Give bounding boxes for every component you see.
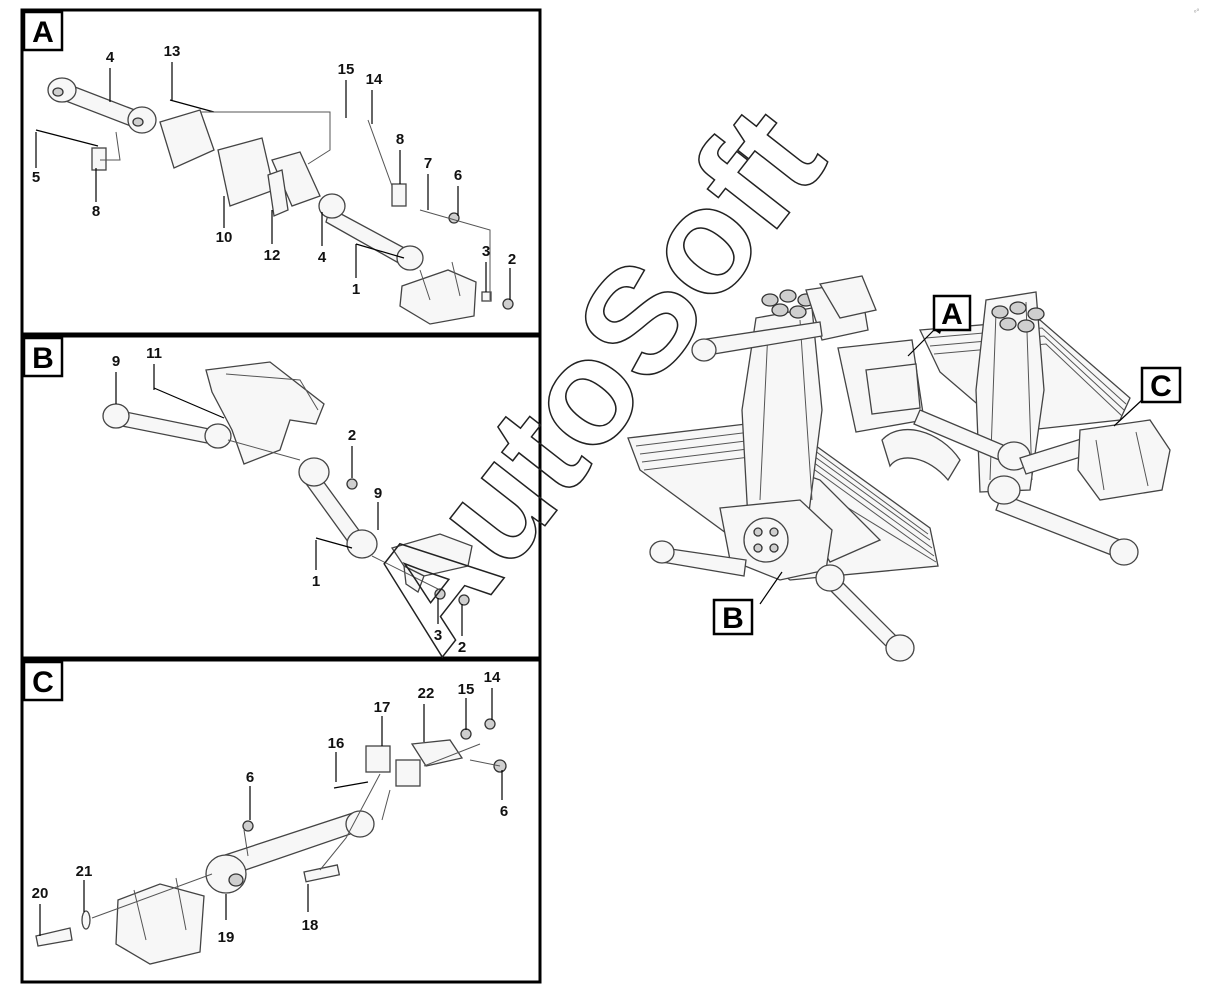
part-label: 3: [482, 243, 490, 260]
part-label: 15: [458, 681, 475, 698]
part-label: 17: [374, 699, 391, 716]
part-label: 8: [92, 203, 100, 220]
part-label: 16: [328, 735, 345, 752]
panel-c-letter: C: [32, 666, 54, 699]
part-label: 1: [352, 281, 360, 298]
panel-c: C: [20, 658, 542, 984]
part-label: 8: [396, 131, 404, 148]
bolt-cluster: [761, 289, 815, 319]
part-label: 6: [246, 769, 254, 786]
part-label: 22: [418, 685, 435, 702]
part-label: 2: [348, 427, 356, 444]
part-label: 2: [458, 639, 466, 656]
part-label: 7: [424, 155, 432, 172]
bolt-cluster: [991, 301, 1045, 333]
part-label: 6: [454, 167, 462, 184]
part-label: 4: [106, 49, 115, 66]
part-label: 11: [146, 345, 162, 362]
callout-b-letter: B: [722, 602, 744, 635]
part-label: 9: [112, 353, 120, 370]
callout-c: C: [1113, 366, 1182, 427]
callout-a-letter: A: [941, 298, 963, 331]
part-label: 1: [312, 573, 320, 590]
callout-b: B: [712, 571, 783, 636]
part-label: 6: [500, 803, 508, 820]
part-label: 2: [508, 251, 516, 268]
part-label: 4: [318, 249, 327, 266]
callout-c-letter: C: [1150, 370, 1172, 403]
part-label: 12: [264, 247, 281, 264]
part-label: 19: [218, 929, 235, 946]
part-label: 9: [374, 485, 382, 502]
panel-a-artwork: 4 13 15 14 5 8 8 7 6 10 12 4 3 2 1: [32, 43, 516, 325]
part-label: 15: [338, 61, 355, 78]
part-label: 10: [216, 229, 233, 246]
part-label: 5: [32, 169, 40, 186]
part-label: 13: [164, 43, 181, 60]
panel-a-letter: A: [32, 16, 54, 49]
part-label: 20: [32, 885, 49, 902]
part-label: 18: [302, 917, 319, 934]
callout-a: A: [907, 294, 972, 357]
panel-b-letter: B: [32, 342, 54, 375]
part-label: 21: [76, 863, 93, 880]
part-label: 14: [366, 71, 383, 88]
panel-c-artwork: 17 22 15 14 16 6 6 20 21 19 18: [32, 669, 508, 965]
panel-b-artwork: 9 11 2 9 1 3 2: [102, 345, 473, 656]
suspension-assembly-overview: A B C: [627, 275, 1182, 662]
part-label: 14: [484, 669, 501, 686]
corner-mark: °°: [1193, 7, 1203, 18]
part-label: 3: [434, 627, 442, 644]
